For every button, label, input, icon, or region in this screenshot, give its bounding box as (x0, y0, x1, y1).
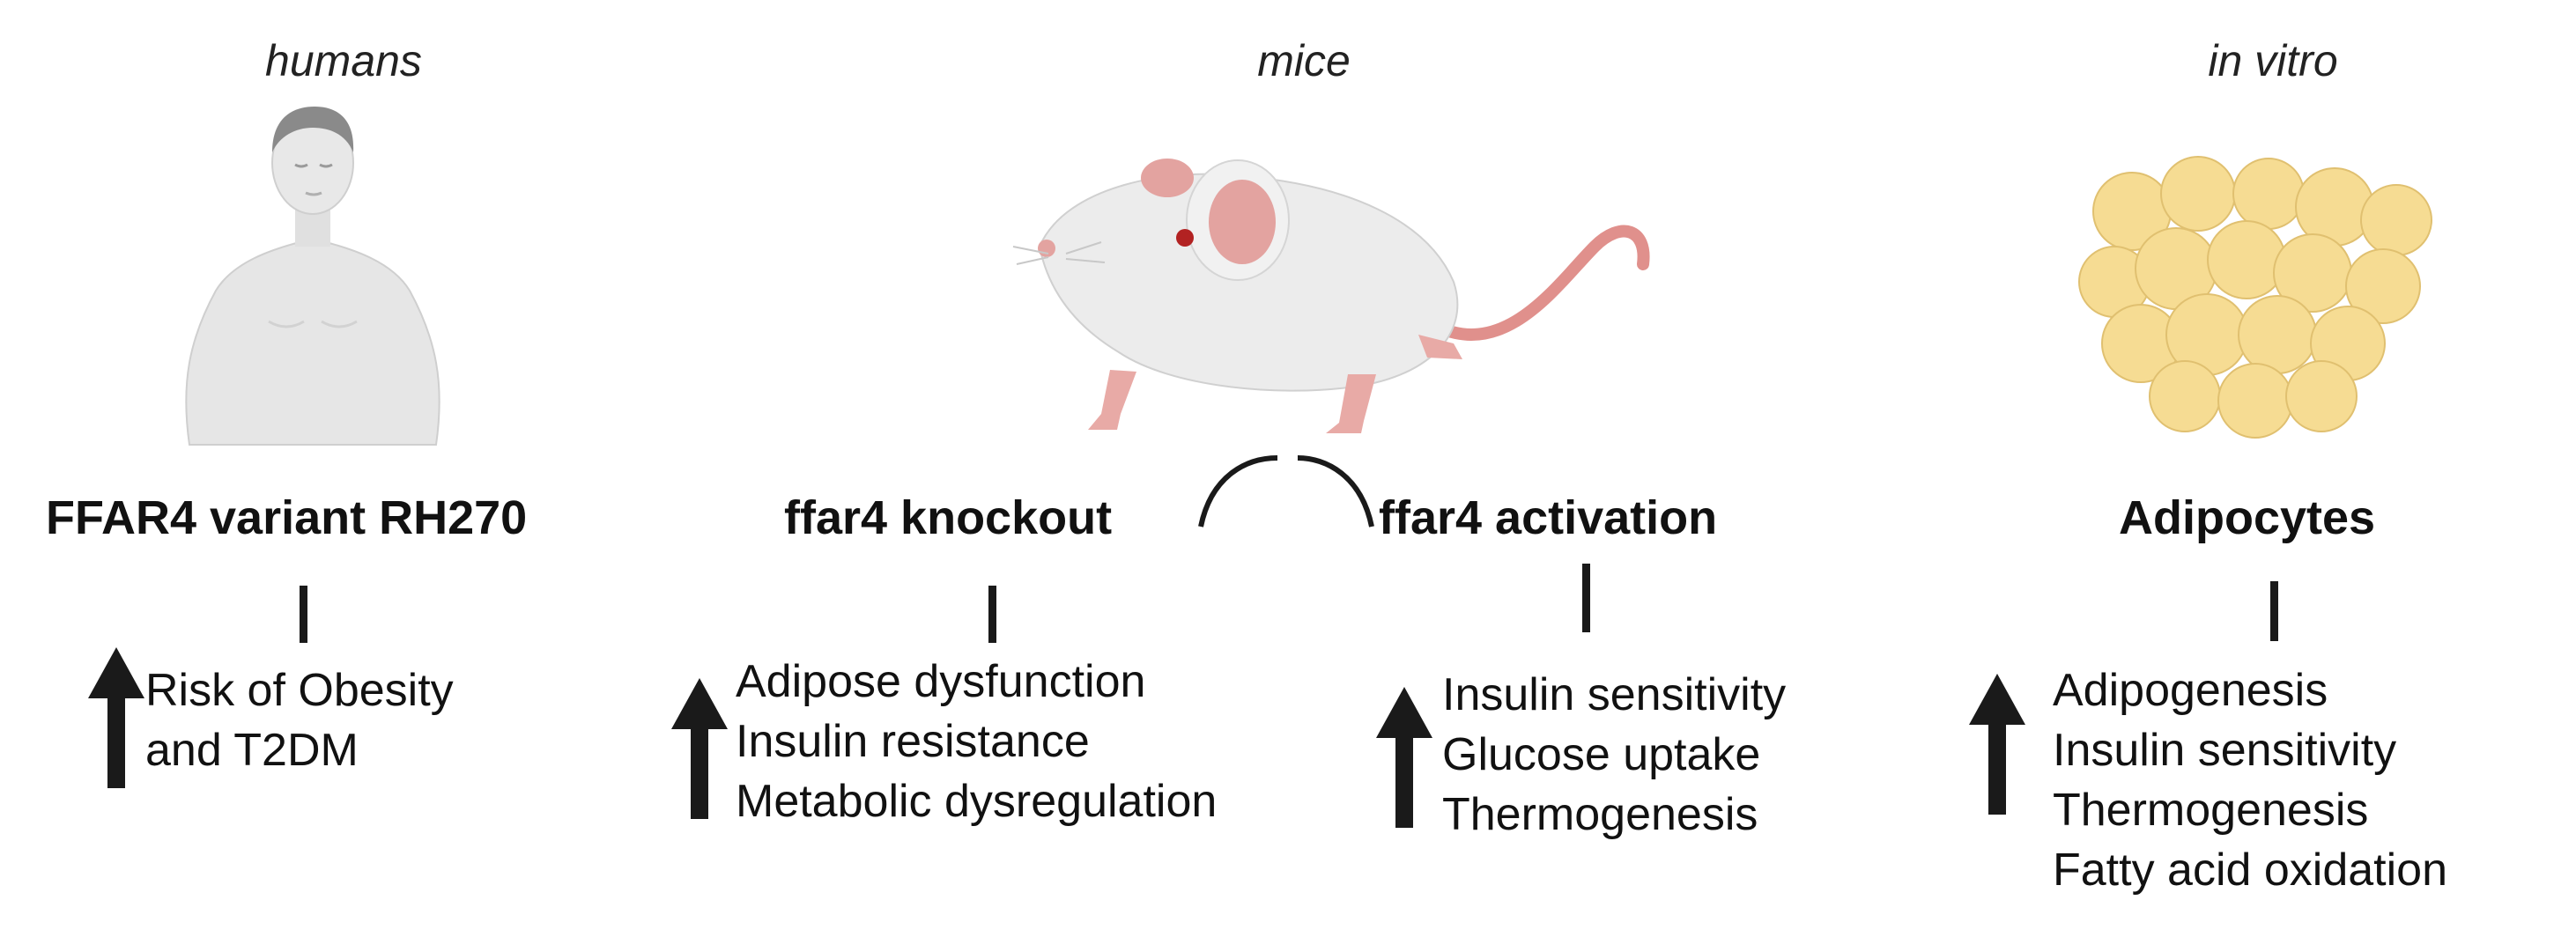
effect-item: Thermogenesis (2053, 785, 2369, 836)
heading-ffar4-variant: FFAR4 variant RH270 (46, 491, 528, 544)
effect-item: and T2DM (145, 725, 359, 776)
up-arrow-icon (671, 678, 728, 819)
effect-item: Insulin resistance (736, 716, 1090, 767)
connector-line-activation (1582, 564, 1590, 632)
connector-arc (1198, 455, 1374, 528)
up-arrow-icon (88, 647, 144, 788)
effect-item: Thermogenesis (1442, 789, 1758, 840)
effect-item: Insulin sensitivity (1442, 669, 1787, 720)
effect-item: Adipogenesis (2053, 665, 2328, 716)
effect-list-adipocytes: Adipogenesis Insulin sensitivity Thermog… (2053, 660, 2447, 900)
effect-item: Insulin sensitivity (2053, 725, 2397, 776)
context-label-in-vitro: in vitro (2208, 36, 2338, 85)
effect-list-activation: Insulin sensitivity Glucose uptake Therm… (1442, 665, 1786, 845)
up-arrow-icon (1969, 674, 2025, 815)
heading-ffar4-knockout: ffar4 knockout (784, 491, 1113, 544)
effect-list-knockout: Adipose dysfunction Insulin resistance M… (736, 652, 1217, 831)
context-label-mice: mice (1257, 36, 1351, 85)
context-label-humans: humans (265, 36, 422, 85)
effect-item: Metabolic dysregulation (736, 776, 1218, 827)
human-figure (185, 107, 440, 446)
connector-line-adipocytes (2270, 581, 2278, 641)
connector-line-knockout (988, 586, 996, 643)
effect-item: Adipose dysfunction (736, 656, 1146, 707)
connector-line-humans (300, 586, 307, 643)
effect-list-humans: Risk of Obesity and T2DM (145, 660, 454, 780)
heading-adipocytes: Adipocytes (2119, 491, 2376, 544)
adipocyte-cluster (2078, 156, 2432, 439)
effect-item: Fatty acid oxidation (2053, 845, 2448, 896)
effect-item: Glucose uptake (1442, 729, 1761, 780)
heading-ffar4-activation: ffar4 activation (1379, 491, 1718, 544)
up-arrow-icon (1376, 687, 1432, 828)
mouse-figure (1012, 159, 1650, 433)
effect-item: Risk of Obesity (145, 665, 454, 716)
